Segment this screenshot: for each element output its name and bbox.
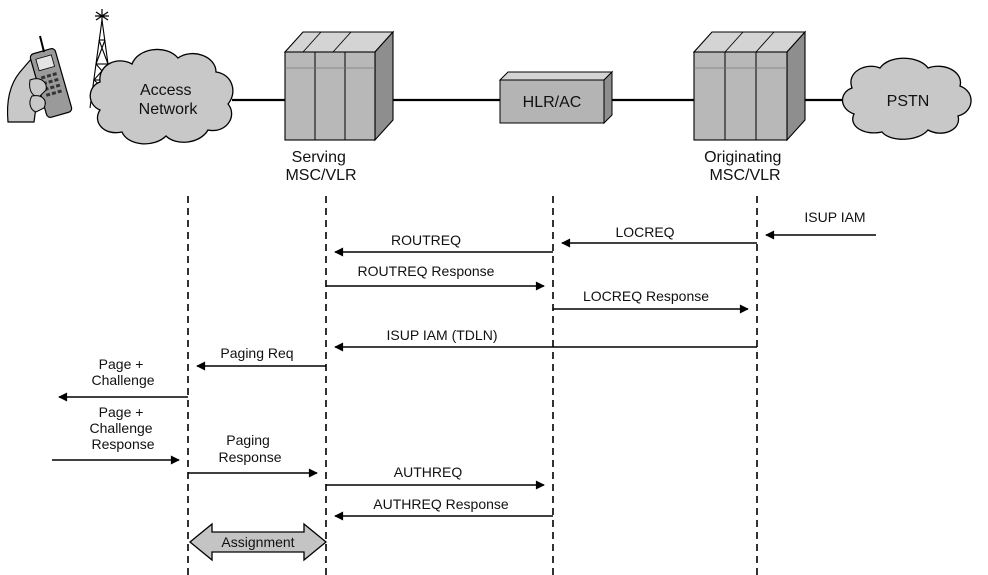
pstn-cloud: PSTN bbox=[841, 57, 972, 140]
message-isup-iam-tdln: ISUP IAM (TDLN) bbox=[334, 327, 757, 352]
message-label-line: Challenge bbox=[91, 372, 154, 388]
serving-msc-label: Serving MSC/VLR bbox=[285, 149, 356, 184]
message-label-line: Response bbox=[91, 436, 154, 452]
hlr-ac-box: HLR/AC bbox=[498, 70, 614, 125]
originating-msc-label-line1: Originating bbox=[704, 149, 781, 166]
access-network-label-line2: Network bbox=[139, 101, 199, 118]
message-label: Page + Challenge Response bbox=[90, 404, 157, 452]
message-label: ROUTREQ Response bbox=[358, 263, 495, 279]
message-label: Paging Response bbox=[218, 432, 281, 465]
message-label: AUTHREQ Response bbox=[373, 496, 509, 512]
message-authreq-response: AUTHREQ Response bbox=[334, 496, 553, 521]
message-authreq: AUTHREQ bbox=[326, 464, 545, 490]
message-isup-iam: ISUP IAM bbox=[765, 209, 876, 240]
message-label-line: Page + bbox=[99, 356, 144, 372]
message-label-line: Challenge bbox=[90, 420, 153, 436]
message-label: ROUTREQ bbox=[391, 232, 461, 248]
assignment-double-arrow: Assignment bbox=[188, 522, 328, 562]
originating-msc-switch: Originating MSC/VLR bbox=[692, 30, 807, 184]
pstn-label: PSTN bbox=[887, 93, 930, 110]
message-label-line: Paging bbox=[226, 432, 270, 448]
serving-msc-switch: Serving MSC/VLR bbox=[283, 30, 395, 184]
message-label: AUTHREQ bbox=[394, 464, 463, 480]
access-network-label-line1: Access bbox=[140, 82, 192, 99]
serving-msc-label-line1: Serving bbox=[292, 149, 346, 166]
serving-msc-label-line2: MSC/VLR bbox=[285, 167, 356, 184]
message-label-line: Response bbox=[218, 449, 281, 465]
message-label: LOCREQ Response bbox=[583, 288, 709, 304]
message-routreq: ROUTREQ bbox=[334, 232, 553, 257]
message-label: Page + Challenge bbox=[91, 356, 154, 388]
message-label: LOCREQ bbox=[615, 224, 674, 240]
message-label: Paging Req bbox=[220, 345, 293, 361]
message-label-line: Page + bbox=[99, 404, 144, 420]
access-network-cloud: Access Network bbox=[89, 48, 234, 145]
originating-msc-label-line2: MSC/VLR bbox=[709, 167, 780, 184]
assignment-label: Assignment bbox=[221, 534, 294, 550]
message-locreq: LOCREQ bbox=[561, 224, 757, 248]
lifelines bbox=[187, 196, 758, 575]
message-label: ISUP IAM (TDLN) bbox=[387, 327, 498, 343]
message-label: ISUP IAM bbox=[804, 209, 865, 225]
access-network-label: Access Network bbox=[139, 82, 199, 118]
mobile-handset-icon bbox=[6, 35, 73, 123]
message-page-challenge-response: Page + Challenge Response bbox=[52, 404, 180, 465]
message-paging-req: Paging Req bbox=[196, 345, 326, 371]
message-routreq-response: ROUTREQ Response bbox=[326, 263, 545, 291]
message-page-challenge: Page + Challenge bbox=[58, 356, 188, 402]
originating-msc-label: Originating MSC/VLR bbox=[704, 149, 786, 184]
message-locreq-response: LOCREQ Response bbox=[553, 288, 749, 314]
hlr-ac-label: HLR/AC bbox=[523, 94, 582, 111]
message-paging-response: Paging Response bbox=[188, 432, 318, 478]
